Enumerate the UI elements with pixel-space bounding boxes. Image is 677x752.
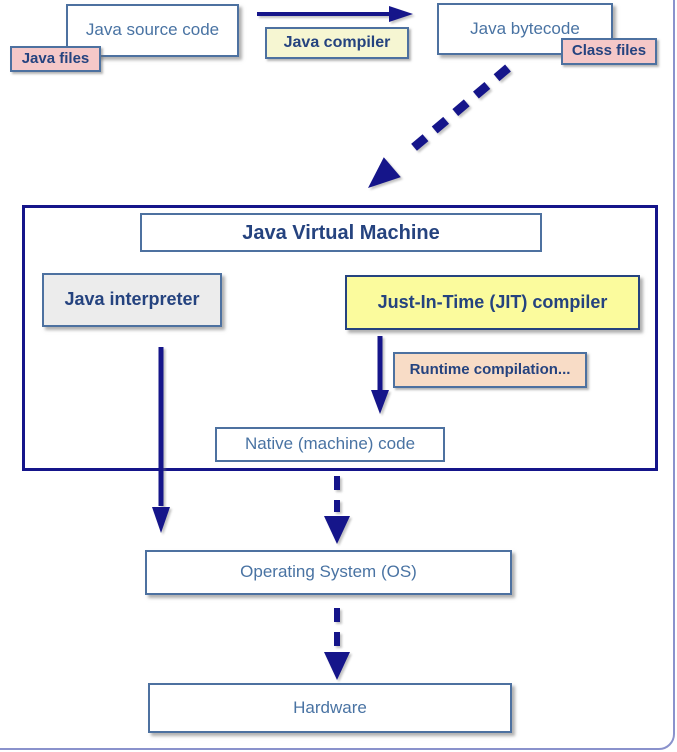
os-to-hardware-arrow	[324, 608, 350, 680]
node-native-code: Native (machine) code	[215, 427, 445, 462]
label-class-files: Class files	[561, 38, 657, 65]
label-java-files: Java files	[10, 46, 101, 72]
node-jit-compiler: Just-In-Time (JIT) compiler	[345, 275, 640, 330]
jit-to-native-arrow	[371, 336, 389, 414]
node-operating-system: Operating System (OS)	[145, 550, 512, 595]
label-runtime-compilation: Runtime compilation...	[393, 352, 587, 388]
interpreter-to-os-arrow	[152, 347, 170, 533]
node-java-virtual-machine	[22, 205, 658, 471]
node-java-interpreter: Java interpreter	[42, 273, 222, 327]
node-hardware: Hardware	[148, 683, 512, 733]
jvm-title: Java Virtual Machine	[140, 213, 542, 252]
label-java-compiler: Java compiler	[265, 27, 409, 59]
compiler-arrow	[257, 6, 413, 22]
bytecode-to-jvm-arrow	[368, 64, 511, 188]
native-to-os-arrow	[324, 476, 350, 544]
